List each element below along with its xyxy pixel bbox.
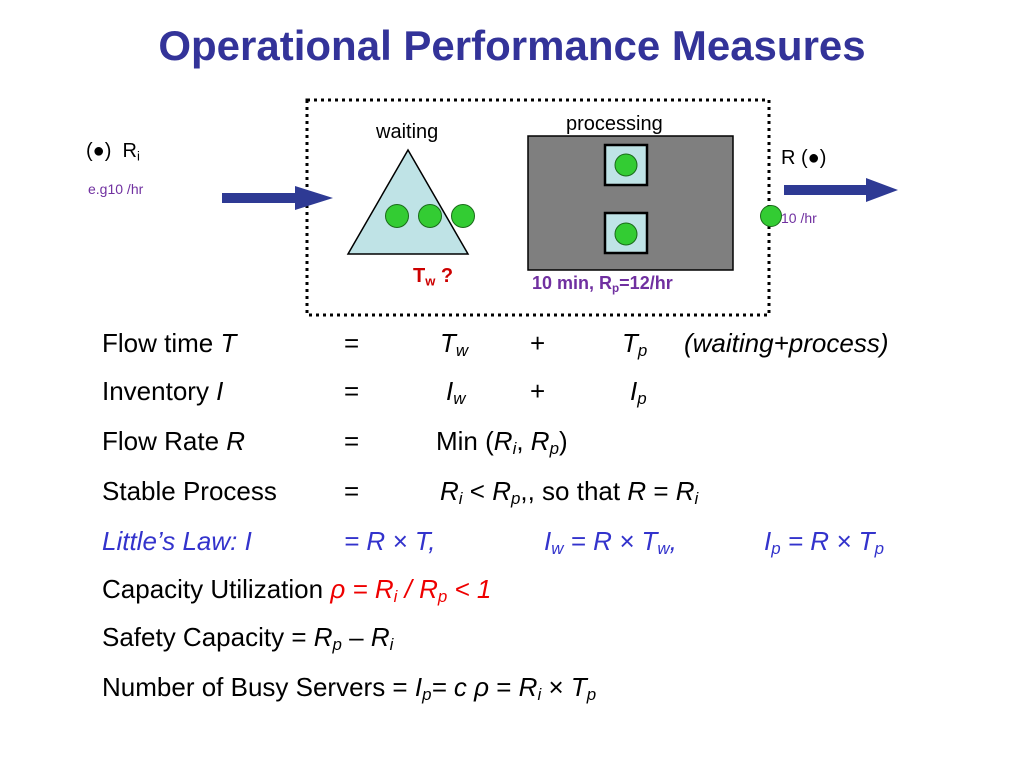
output-rate-value: 10 /hr xyxy=(781,210,817,226)
waiting-label: waiting xyxy=(376,121,439,143)
input-rate-label: (●) Ri xyxy=(86,140,140,164)
input-arrow xyxy=(222,186,333,210)
processing-unit xyxy=(614,222,638,246)
waiting-queue-triangle xyxy=(346,148,470,255)
output-rate-label: R (●) xyxy=(781,147,827,169)
processing-label: processing xyxy=(566,113,663,135)
process-diagram xyxy=(222,98,898,317)
server-slot xyxy=(603,211,649,255)
waiting-unit xyxy=(418,204,442,228)
input-rate-example: e.g10 /hr xyxy=(88,181,144,197)
waiting-unit xyxy=(451,204,475,228)
output-arrow xyxy=(784,178,898,202)
waiting-unit xyxy=(385,204,409,228)
processing-unit xyxy=(614,153,638,177)
page-title: Operational Performance Measures xyxy=(158,22,866,69)
output-unit xyxy=(760,205,782,227)
processing-time-label: 10 min, Rp=12/hr xyxy=(532,273,673,295)
waiting-time-label: Tw ? xyxy=(413,265,454,289)
